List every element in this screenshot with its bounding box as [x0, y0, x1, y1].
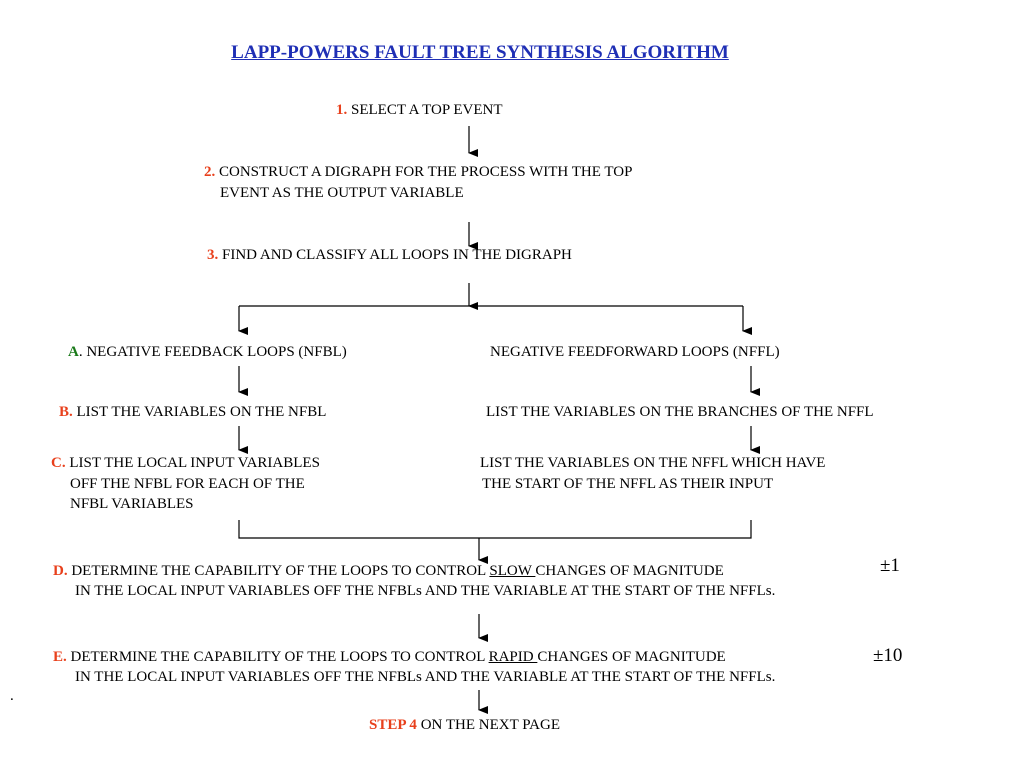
- step-e: E. DETERMINE THE CAPABILITY OF THE LOOPS…: [53, 647, 726, 667]
- step-c-right-line-2: THE START OF THE NFFL AS THEIR INPUT: [482, 476, 774, 492]
- stray-dot: .: [10, 688, 14, 704]
- step-text-end: CHANGES OF MAGNITUDE: [535, 563, 724, 579]
- step-b-left: B. LIST THE VARIABLES ON THE NFBL: [59, 402, 326, 422]
- footer-text: ON THE NEXT PAGE: [416, 717, 561, 733]
- step-letter: D.: [53, 563, 68, 579]
- step-text: LIST THE VARIABLES ON THE NFBL: [72, 404, 327, 420]
- step-d-line-2: IN THE LOCAL INPUT VARIABLES OFF THE NFB…: [75, 583, 776, 599]
- step-text: CONSTRUCT A DIGRAPH FOR THE PROCESS WITH…: [215, 164, 633, 180]
- step-number: 3.: [207, 247, 219, 263]
- merge-bracket: [238, 520, 752, 539]
- keyword-slow: SLOW: [489, 563, 536, 579]
- step-2-line-2: EVENT AS THE OUTPUT VARIABLE: [220, 185, 464, 201]
- step-a-right: NEGATIVE FEEDFORWARD LOOPS (NFFL): [490, 344, 780, 360]
- step-c-left: C. LIST THE LOCAL INPUT VARIABLES: [51, 453, 320, 473]
- step-text: DETERMINE THE CAPABILITY OF THE LOOPS TO…: [66, 649, 489, 665]
- step-3: 3. FIND AND CLASSIFY ALL LOOPS IN THE DI…: [207, 245, 572, 265]
- step-letter: B.: [59, 404, 73, 420]
- magnitude-slow: ±1: [880, 555, 900, 576]
- step-text: DETERMINE THE CAPABILITY OF THE LOOPS TO…: [67, 563, 490, 579]
- step-2: 2. CONSTRUCT A DIGRAPH FOR THE PROCESS W…: [204, 162, 632, 182]
- step-letter: E.: [53, 649, 67, 665]
- step-b-right: LIST THE VARIABLES ON THE BRANCHES OF TH…: [486, 404, 874, 420]
- step-a-left: A. NEGATIVE FEEDBACK LOOPS (NFBL): [68, 342, 347, 362]
- magnitude-rapid: ±10: [873, 645, 903, 666]
- step-text: . NEGATIVE FEEDBACK LOOPS (NFBL): [78, 344, 347, 360]
- step-number: 1.: [336, 102, 348, 118]
- step-text: SELECT A TOP EVENT: [347, 102, 503, 118]
- step-text: FIND AND CLASSIFY ALL LOOPS IN THE DIGRA…: [218, 247, 572, 263]
- step-text: LIST THE LOCAL INPUT VARIABLES: [65, 455, 320, 471]
- step-letter: A: [68, 344, 79, 360]
- step-c-right-line-1: LIST THE VARIABLES ON THE NFFL WHICH HAV…: [480, 455, 826, 471]
- step-number: 2.: [204, 164, 216, 180]
- step-d: D. DETERMINE THE CAPABILITY OF THE LOOPS…: [53, 561, 724, 581]
- page-title: LAPP-POWERS FAULT TREE SYNTHESIS ALGORIT…: [231, 42, 729, 63]
- step-letter: C.: [51, 455, 66, 471]
- step-c-left-line-3: NFBL VARIABLES: [70, 496, 194, 512]
- step-text-end: CHANGES OF MAGNITUDE: [537, 649, 726, 665]
- step-c-left-line-2: OFF THE NFBL FOR EACH OF THE: [70, 476, 305, 492]
- step-e-line-2: IN THE LOCAL INPUT VARIABLES OFF THE NFB…: [75, 669, 776, 685]
- footer-step: STEP 4: [369, 717, 417, 733]
- footer-note: STEP 4 ON THE NEXT PAGE: [369, 715, 560, 735]
- keyword-rapid: RAPID: [488, 649, 538, 665]
- step-1: 1. SELECT A TOP EVENT: [336, 100, 503, 120]
